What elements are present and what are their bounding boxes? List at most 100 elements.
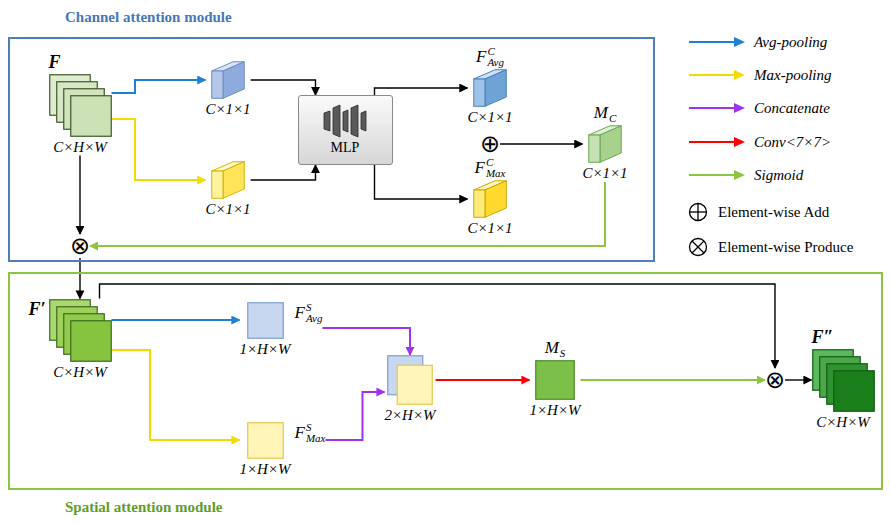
math-label: F″ [812, 327, 834, 349]
legend-arrow [688, 102, 746, 114]
legend-row: Max-pooling [688, 63, 831, 87]
operator-stroke [692, 241, 704, 253]
connector-arrow [251, 80, 316, 95]
symbol-name: M [594, 103, 608, 123]
operator-symbol: ⊕ [480, 132, 500, 156]
legend-row: Concatenate [688, 96, 830, 120]
shape-figure [473, 69, 507, 107]
attention-module-panel: Channel attention moduleFC×H×WC×1×1C×1×1… [8, 37, 655, 262]
multiply-operator: ⊗ [765, 368, 785, 392]
map-square [247, 302, 283, 338]
connector-arrow [322, 328, 410, 355]
figure-column: 1×H×W [529, 360, 580, 419]
legend-head [734, 170, 745, 180]
feature-map: FC×H×W [49, 52, 112, 156]
shape-figure [211, 61, 245, 99]
legend: Avg-poolingMax-poolingConcatenateConv<7×… [688, 0, 888, 270]
superscript: C [486, 157, 506, 169]
shape-figure [473, 180, 507, 218]
legend-head [734, 103, 745, 113]
script-spacer [560, 337, 566, 349]
connector-arrow [112, 350, 240, 440]
figure-column: C×1×1 [205, 61, 250, 118]
connector-arrow [251, 165, 316, 180]
subscript: Max [306, 433, 326, 445]
shape-figure [535, 360, 575, 400]
superscript: S [306, 302, 323, 314]
cuboid-side [485, 181, 506, 218]
connector-arrow [500, 143, 582, 144]
cuboid-side [223, 162, 244, 199]
shape-figure [247, 302, 284, 339]
dimension-label: C×1×1 [467, 108, 512, 126]
pooled-vector: C×1×1 [205, 61, 250, 118]
legend-arrow [688, 36, 746, 48]
map-square [247, 422, 283, 458]
dimension-label: C×H×W [816, 413, 870, 431]
module-title: Spatial attention module [65, 499, 223, 516]
connector-arrow [375, 165, 468, 199]
figure-column: 2×H×W [384, 355, 435, 424]
operator-circle [690, 239, 707, 256]
figure-column: C×1×1 [467, 69, 512, 126]
dimension-label: C×1×1 [205, 200, 250, 218]
channel-attention-map: MCC×1×1 [582, 102, 627, 182]
dimension-label: 1×H×W [239, 460, 290, 478]
refined-feature-map: F′C×H×W [28, 299, 111, 381]
connector-arrow [112, 80, 206, 93]
shape-figure [211, 161, 245, 199]
legend-line [689, 41, 736, 43]
layer-slab [361, 111, 366, 131]
add-operator: ⊕ [480, 132, 500, 156]
spatial-descriptor: 1×H×W FSMax [239, 422, 325, 478]
feature-slice [70, 320, 111, 361]
symbol-name: F [295, 423, 305, 443]
subscript: S [560, 348, 566, 360]
cuboid-side [600, 126, 621, 163]
math-label: FSAvg [295, 302, 323, 325]
legend-text: Element-wise Produce [718, 238, 853, 256]
module-title: Channel attention module [65, 9, 232, 26]
script-stack: C [609, 102, 616, 125]
superscript: S [306, 422, 326, 434]
feature-slice [833, 370, 874, 411]
connector-arrow [90, 182, 605, 246]
symbol-name: F [49, 52, 61, 74]
spatial-descriptor: 1×H×WFSAvg [239, 302, 322, 358]
connector-arrow [581, 379, 765, 381]
mlp-block: MLP [298, 95, 393, 165]
legend-row: Sigmoid [688, 163, 803, 187]
connector-arrow [325, 392, 384, 440]
spatial-attention-map: MS1×H×W [529, 337, 580, 419]
figure-column: 1×H×W [239, 302, 290, 358]
dimension-label: C×1×1 [467, 219, 512, 237]
dimension-label: 1×H×W [529, 401, 580, 419]
operator-stroke [697, 204, 698, 221]
legend-text: Element-wise Add [718, 203, 829, 221]
layer-slab [333, 105, 340, 137]
figure-column: C×H×W [49, 299, 112, 381]
subscript: Avg [306, 313, 323, 325]
legend-row: Avg-pooling [688, 30, 827, 54]
map-square [397, 365, 432, 404]
legend-arrow [688, 169, 746, 181]
subscript: Max [486, 168, 506, 180]
attention-module-panel: Spatial attention moduleF′C×H×W1×H×WFSAv… [8, 272, 883, 490]
operator-symbol: ⊗ [70, 234, 90, 258]
figure-column: 1×H×W [239, 422, 290, 478]
cuboid-front [474, 190, 485, 217]
connector-arrow [100, 284, 775, 368]
dimension-label: 2×H×W [384, 406, 435, 424]
figure-column: C×1×1 [582, 125, 627, 182]
cuboid-side [485, 70, 506, 107]
map-square [536, 361, 575, 400]
legend-text: Max-pooling [754, 66, 831, 84]
legend-row: Element-wise Add [688, 200, 829, 224]
network-icon [322, 104, 368, 138]
legend-operator [688, 202, 708, 222]
math-label: FSMax [295, 422, 326, 445]
layer-slab [343, 110, 348, 132]
dimension-label: C×1×1 [205, 100, 250, 118]
legend-line [689, 107, 736, 109]
